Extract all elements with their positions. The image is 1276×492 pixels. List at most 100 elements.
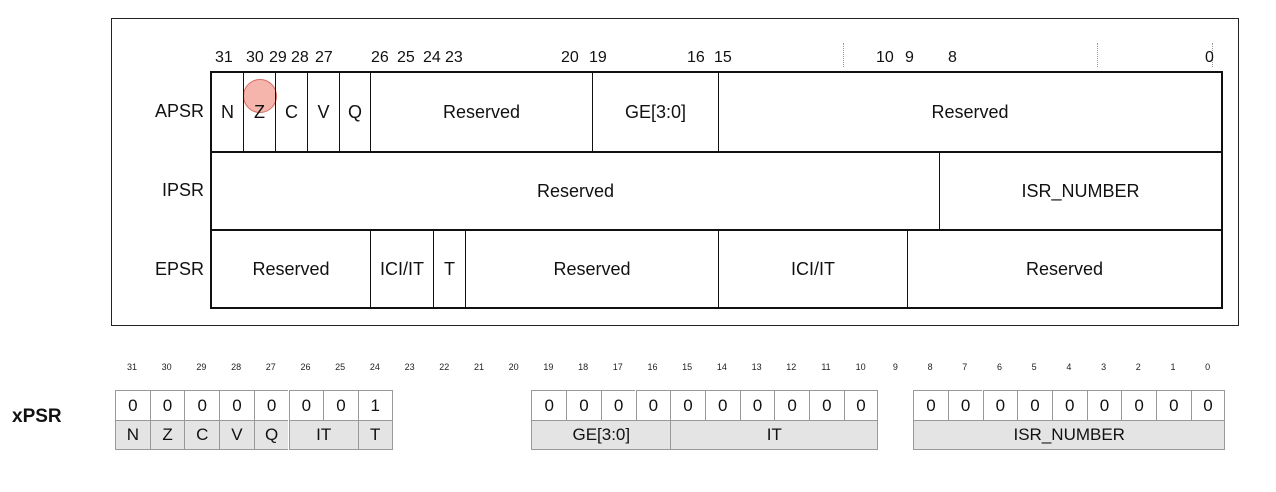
xpsr-bit-value: 0	[1017, 390, 1052, 420]
xpsr-field-q: Q	[253, 420, 289, 450]
xpsr-bit-number: 26	[300, 362, 311, 372]
apsr-label: APSR	[154, 101, 204, 121]
epsr-label: EPSR	[154, 259, 204, 279]
bit-label: 16	[687, 49, 705, 66]
bit-label: 28	[291, 49, 309, 66]
xpsr-bit-value: 0	[566, 390, 601, 420]
tick-guide	[1212, 43, 1213, 67]
xpsr-bit-number: 22	[439, 362, 450, 372]
xpsr-bit-number: 0	[1205, 362, 1211, 372]
xpsr-bit-value: 1	[357, 390, 393, 420]
xpsr-bit-value: 0	[774, 390, 809, 420]
xpsr-bit-number: 20	[508, 362, 519, 372]
xpsr-bit-value: 0	[809, 390, 844, 420]
xpsr-field-ge: GE[3:0]	[531, 420, 671, 450]
xpsr-bit-number: 19	[543, 362, 554, 372]
epsr-field-ici-it: ICI/IT	[718, 230, 907, 308]
xpsr-field-it: IT	[288, 420, 358, 450]
xpsr-bit-value: 0	[115, 390, 150, 420]
xpsr-field-z: Z	[149, 420, 185, 450]
xpsr-bit-number: 14	[716, 362, 727, 372]
xpsr-field-it: IT	[670, 420, 879, 450]
xpsr-bit-value: 0	[531, 390, 567, 420]
bit-label: 30	[246, 49, 264, 66]
xpsr-bit-number: 1	[1170, 362, 1176, 372]
apsr-field-ge: GE[3:0]	[592, 72, 718, 152]
ipsr-row: Reserved ISR_NUMBER	[210, 152, 1223, 230]
epsr-field-t: T	[433, 230, 465, 308]
bit-label: 31	[215, 49, 233, 66]
epsr-field-reserved: Reserved	[907, 230, 1221, 308]
ipsr-label: IPSR	[161, 180, 204, 200]
row-border	[210, 229, 1223, 231]
epsr-field-reserved: Reserved	[252, 258, 330, 279]
bit-label: 9	[905, 49, 914, 66]
xpsr-bit-value: 0	[253, 390, 289, 420]
xpsr-bit-value: 0	[635, 390, 671, 420]
xpsr-bit-number: 9	[892, 362, 898, 372]
apsr-field-c: C	[275, 72, 307, 152]
xpsr-field-t: T	[357, 420, 393, 450]
xpsr-bit-value: 0	[288, 390, 324, 420]
bit-label: 15	[714, 49, 732, 66]
bit-label: 20	[561, 49, 579, 66]
epsr-field-ici-it: ICI/IT	[370, 230, 433, 308]
epsr-row: Reserved ICI/IT T Reserved ICI/IT Reserv…	[210, 230, 1223, 308]
xpsr-field-n: N	[115, 420, 150, 450]
xpsr-bit-value: 0	[1190, 390, 1226, 420]
xpsr-bit-value: 0	[149, 390, 185, 420]
xpsr-bit-number: 18	[578, 362, 589, 372]
xpsr-bit-number: 27	[265, 362, 276, 372]
xpsr-bit-number: 30	[161, 362, 172, 372]
apsr-field-q: Q	[339, 72, 370, 152]
apsr-field-reserved: Reserved	[718, 72, 1221, 152]
xpsr-bit-value: 0	[670, 390, 705, 420]
apsr-field-v: V	[307, 72, 339, 152]
bit-label: 0	[1205, 49, 1214, 66]
register-diagram-frame: 31 30 29 28 27 26 25 24 23 20 19 16 15 1…	[111, 18, 1239, 326]
ipsr-field-isr-number: ISR_NUMBER	[939, 152, 1221, 230]
xpsr-bit-number: 3	[1101, 362, 1107, 372]
xpsr-label: xPSR	[12, 406, 62, 427]
xpsr-bit-value: 0	[947, 390, 983, 420]
xpsr-bit-number: 23	[404, 362, 415, 372]
bit-label: 26	[371, 49, 389, 66]
xpsr-bit-value: 0	[913, 390, 948, 420]
xpsr-bit-value: 0	[184, 390, 220, 420]
xpsr-bit-number: 10	[855, 362, 866, 372]
xpsr-bit-value: 0	[1156, 390, 1191, 420]
xpsr-bit-number: 2	[1135, 362, 1141, 372]
row-border	[210, 151, 1223, 153]
apsr-field-n: N	[221, 101, 234, 122]
xpsr-bit-value: 0	[600, 390, 636, 420]
xpsr-bit-number: 24	[369, 362, 380, 372]
xpsr-bit-number: 11	[821, 362, 831, 372]
xpsr-bit-number: 13	[751, 362, 762, 372]
ipsr-field-reserved: Reserved	[536, 180, 615, 201]
xpsr-bit-value: 0	[1121, 390, 1156, 420]
tick-guide	[843, 43, 844, 67]
bit-label: 19	[589, 49, 607, 66]
bit-label: 23	[445, 49, 463, 66]
bit-label: 25	[397, 49, 415, 66]
apsr-field-z: Z	[243, 72, 275, 152]
row-border	[210, 307, 1223, 309]
bit-label: 10	[876, 49, 894, 66]
xpsr-bit-number: 31	[126, 362, 137, 372]
xpsr-bit-value: 0	[739, 390, 775, 420]
xpsr-bit-number: 16	[647, 362, 658, 372]
xpsr-field-v: V	[219, 420, 254, 450]
bit-label: 8	[948, 49, 957, 66]
xpsr-bit-number: 28	[231, 362, 242, 372]
xpsr-bit-number: 29	[196, 362, 207, 372]
xpsr-bit-number: 15	[682, 362, 693, 372]
xpsr-bit-value: 0	[1086, 390, 1122, 420]
xpsr-bit-number: 17	[612, 362, 623, 372]
bit-label: 27	[315, 49, 333, 66]
xpsr-bit-value: 0	[219, 390, 254, 420]
row-border	[210, 71, 1223, 73]
xpsr-field-c: C	[184, 420, 220, 450]
xpsr-bit-number: 8	[927, 362, 933, 372]
xpsr-bit-number: 21	[473, 362, 484, 372]
